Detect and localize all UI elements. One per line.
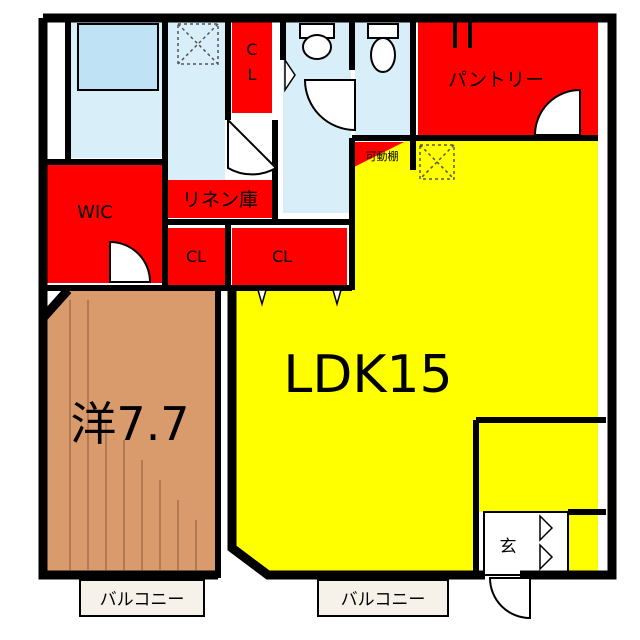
closet-top — [232, 18, 272, 113]
ceiling-hatches — [177, 23, 455, 180]
bathtub — [77, 23, 159, 91]
entry-hall — [476, 420, 598, 512]
balcony-right: バルコニー — [317, 579, 449, 617]
closet-top-label-l: L — [248, 65, 257, 84]
adjustable-shelf-label: 可動棚 — [366, 149, 399, 163]
closet-right — [232, 228, 347, 286]
washroom-door — [227, 117, 278, 176]
interior-walls — [43, 18, 606, 578]
pantry-door — [533, 88, 581, 136]
pantry-label: パントリー — [448, 69, 544, 91]
entrance-label: 玄 — [500, 537, 517, 557]
ldk-label: LDK15 — [283, 345, 452, 405]
balcony-left: バルコニー — [79, 579, 205, 617]
doors — [109, 79, 581, 620]
closet-left — [165, 228, 225, 286]
fixtures — [299, 23, 399, 73]
toilet-icon — [367, 23, 399, 39]
linen-closet — [165, 180, 275, 218]
western-room-label: 洋7.7 — [70, 397, 189, 451]
balcony-right-label: バルコニー — [341, 590, 426, 610]
wood-grain — [69, 300, 197, 570]
walls — [38, 13, 617, 580]
toilet-door — [303, 79, 356, 132]
western-room — [43, 290, 218, 575]
toilet-icon — [302, 34, 332, 60]
linen-closet-label: リネン庫 — [182, 189, 258, 211]
ldk-room — [232, 135, 598, 575]
pantry-divider — [453, 18, 472, 48]
closet-top-label-c: C — [246, 40, 257, 59]
balcony-left-label: バルコニー — [100, 590, 185, 610]
wic-door — [109, 240, 152, 283]
closet-right-label: CL — [272, 247, 292, 266]
entrance-floor — [483, 511, 569, 576]
storage-areas — [43, 18, 598, 286]
wic-label: WIC — [77, 202, 113, 223]
entry-hall-lower — [568, 512, 598, 575]
washroom — [165, 18, 225, 188]
closet-left-label: CL — [186, 247, 206, 266]
closet-doors — [257, 57, 554, 571]
toilet-icon — [370, 37, 396, 73]
entrance-door — [488, 577, 531, 620]
